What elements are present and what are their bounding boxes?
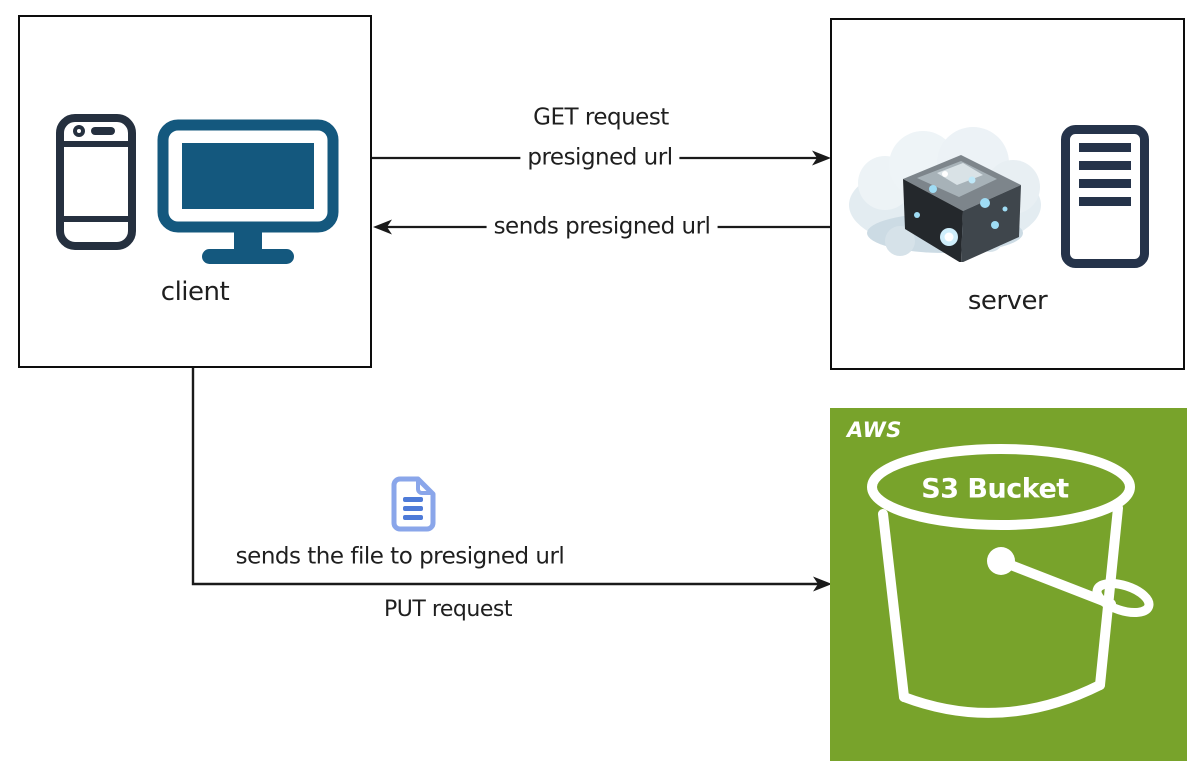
put-request-label: PUT request	[384, 597, 512, 622]
sends-presigned-url-label: sends presigned url	[486, 212, 718, 242]
client-label: client	[160, 277, 230, 307]
server-label: server	[967, 286, 1048, 316]
sends-file-label: sends the file to presigned url	[235, 543, 565, 570]
smartphone-icon	[56, 114, 136, 250]
desktop-monitor-icon	[157, 119, 339, 264]
arrowhead-left-icon	[373, 219, 392, 235]
server-tower-icon	[1061, 125, 1149, 268]
s3-bucket-label: S3 Bucket	[921, 473, 1069, 505]
aws-label: AWS	[847, 418, 902, 442]
cloud-compute-icon	[849, 127, 1041, 262]
presigned-url-label: presigned url	[520, 143, 680, 173]
s3-bucket-icon	[867, 444, 1154, 718]
get-request-label: GET request	[533, 104, 669, 131]
arrowhead-right-icon	[812, 150, 831, 166]
file-document-icon	[391, 476, 436, 532]
client-box: client	[18, 15, 372, 368]
server-box: server	[830, 18, 1185, 370]
aws-panel: AWS S3 Bucket	[830, 408, 1187, 761]
